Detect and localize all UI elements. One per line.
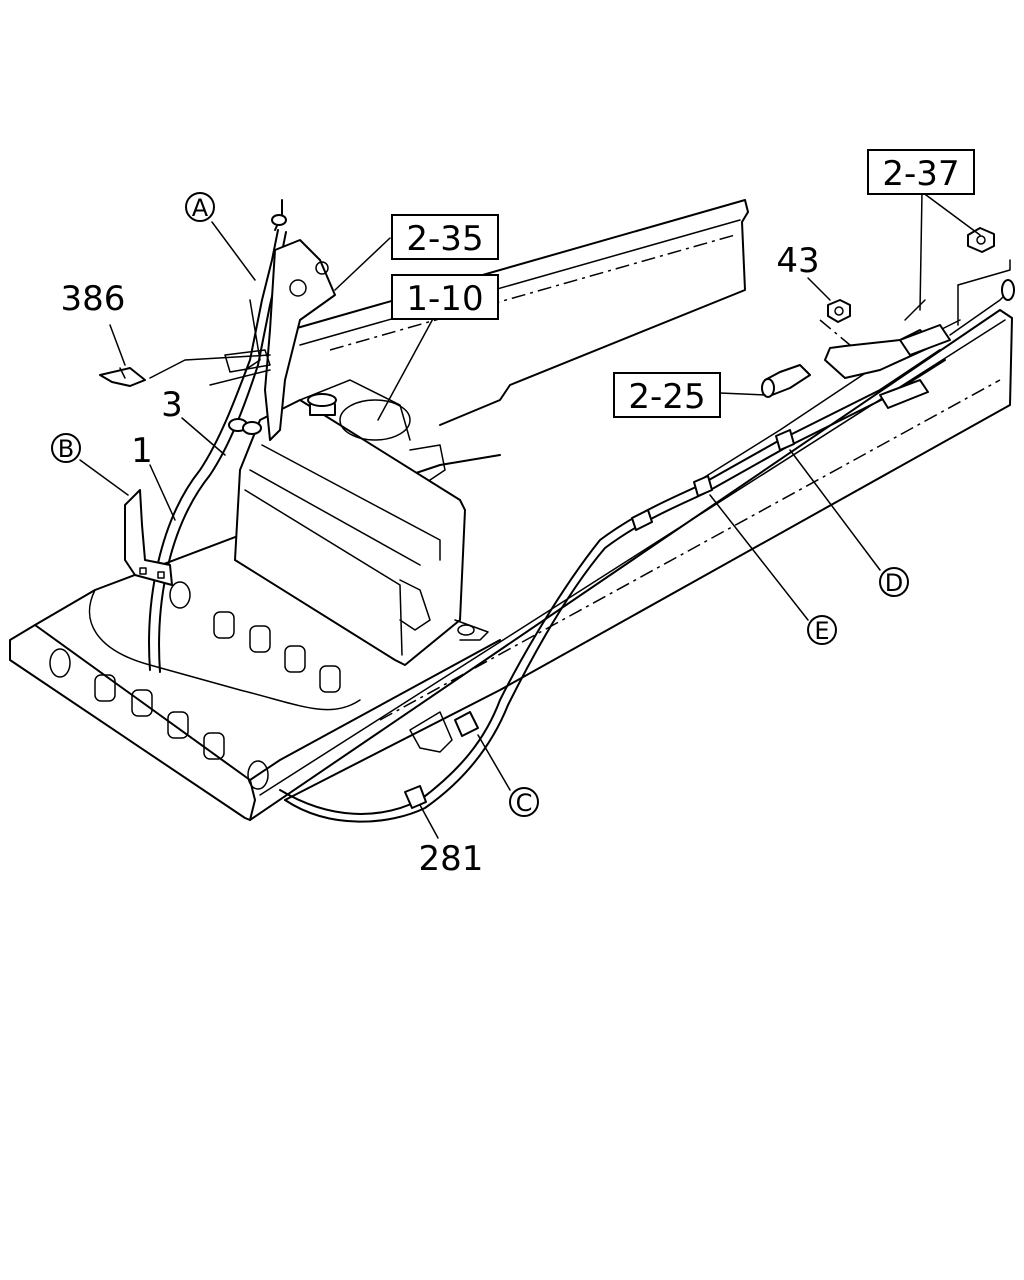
upper-bracket (224, 239, 336, 441)
bracket-b (124, 489, 173, 586)
part-1-label: 1 (131, 431, 153, 471)
leader-lines (79, 191, 981, 839)
ref-1-10: 1-10 (391, 274, 499, 320)
callout-e: E (807, 615, 837, 645)
ref-2-35: 2-35 (391, 214, 499, 260)
clip-386 (99, 354, 271, 387)
radiator (234, 379, 489, 666)
callout-d-label: D (885, 569, 903, 597)
part-3-label: 3 (161, 385, 183, 425)
part-386-label: 386 (61, 279, 126, 319)
callout-b-label: B (58, 435, 74, 463)
callout-a: A (185, 192, 215, 222)
ref-2-37: 2-37 (867, 149, 975, 195)
cable-harness (148, 199, 961, 823)
chassis-frame (9, 199, 1013, 821)
callout-c-label: C (516, 789, 533, 817)
callout-c: C (509, 787, 539, 817)
ref-2-25-label: 2-25 (628, 377, 705, 417)
part-43-label: 43 (776, 241, 819, 281)
callout-d: D (879, 567, 909, 597)
ref-2-25: 2-25 (613, 372, 721, 418)
callout-b: B (51, 433, 81, 463)
callout-e-label: E (814, 617, 829, 645)
ref-2-35-label: 2-35 (406, 219, 483, 259)
rear-fittings (761, 227, 1015, 409)
ref-2-37-label: 2-37 (882, 154, 959, 194)
ref-1-10-label: 1-10 (406, 279, 483, 319)
part-281-label: 281 (419, 839, 484, 879)
callout-a-label: A (192, 194, 209, 222)
